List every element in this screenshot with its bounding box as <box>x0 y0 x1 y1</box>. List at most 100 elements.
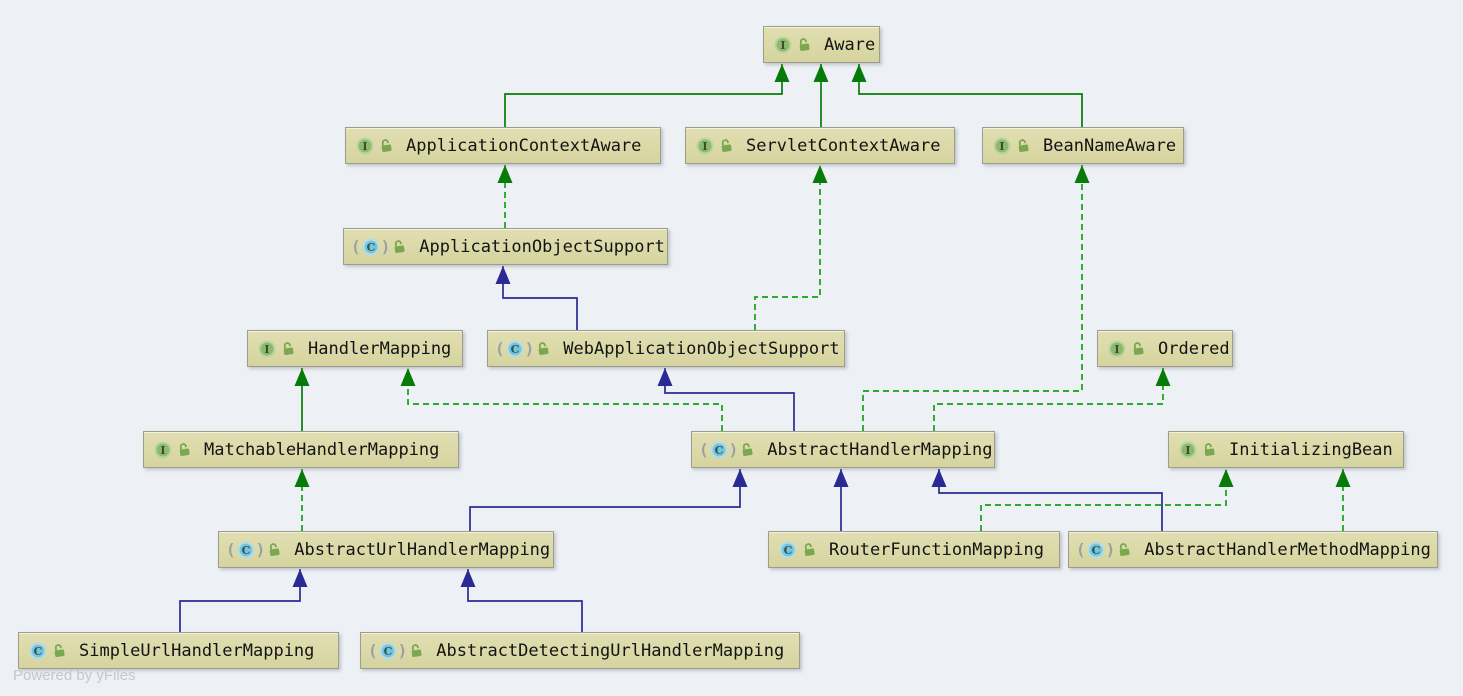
node-icons: I <box>991 137 1030 155</box>
interface-icon: I <box>258 340 276 357</box>
class-node-bean-name-aware[interactable]: I BeanNameAware <box>982 127 1184 164</box>
edge-bean-name-aware--aware-interface_extends <box>851 64 1083 127</box>
node-icons: ( C) <box>226 539 281 559</box>
interface-icon: I <box>154 441 172 458</box>
public-lock-icon <box>394 240 405 254</box>
class-icon: C <box>1087 541 1105 558</box>
public-lock-icon <box>269 543 280 557</box>
edge-abstract-handler-mapping--web-application-object-support-class_extends <box>657 368 795 431</box>
abstract-paren-left: ( <box>699 439 709 459</box>
edge-simple-url-handler-mapping--abstract-url-handler-mapping-class_extends <box>179 569 308 632</box>
node-icons: I <box>256 340 295 358</box>
class-node-abstract-url-handler-mapping[interactable]: (C)AbstractUrlHandlerMapping <box>218 531 554 568</box>
public-lock-icon <box>1133 342 1144 356</box>
class-name-label: BeanNameAware <box>1043 135 1177 156</box>
class-name-label: AbstractHandlerMapping <box>767 439 993 460</box>
abstract-paren-left: ( <box>495 338 505 358</box>
class-name-label: AbstractHandlerMethodMapping <box>1144 539 1431 560</box>
class-icon: C <box>506 340 524 357</box>
class-node-abstract-handler-method-mapping[interactable]: ( C) AbstractHandlerMethodMapping <box>1068 531 1438 568</box>
node-icons: I <box>1106 340 1145 358</box>
class-node-application-object-support[interactable]: (C) ApplicationObjectSupport <box>343 228 668 265</box>
svg-text:C: C <box>241 544 250 557</box>
class-node-router-function-mapping[interactable]: C RouterFunctionMapping <box>768 531 1060 568</box>
class-name-label: MatchableHandlerMapping <box>204 439 440 460</box>
interface-icon: I <box>696 137 714 154</box>
yfiles-watermark: Powered by yFiles <box>13 667 136 684</box>
class-name-label: ApplicationObjectSupport <box>419 236 665 257</box>
svg-text:C: C <box>34 645 43 658</box>
public-lock-icon <box>179 443 190 457</box>
svg-text:I: I <box>780 39 785 52</box>
class-node-abstract-handler-mapping[interactable]: (C) AbstractHandlerMapping <box>691 431 995 468</box>
node-icons: I <box>1177 441 1216 459</box>
class-name-label: ServletContextAware <box>746 135 941 156</box>
class-icon: C <box>710 441 728 458</box>
class-node-simple-url-handler-mapping[interactable]: C SimpleUrlHandlerMapping <box>18 632 339 669</box>
svg-text:C: C <box>510 343 519 356</box>
public-lock-icon <box>799 38 810 52</box>
edge-abstract-url-handler-mapping--abstract-handler-mapping-class_extends <box>469 469 748 531</box>
node-icons: (C) <box>699 439 754 459</box>
abstract-paren-left: ( <box>226 539 236 559</box>
class-name-label: RouterFunctionMapping <box>829 539 1044 560</box>
node-icons: I <box>772 36 811 54</box>
class-icon: C <box>237 541 255 558</box>
edge-abstract-detecting-url-handler-mapping--abstract-url-handler-mapping-class_extends <box>460 569 583 632</box>
edge-web-application-object-support--servlet-context-aware-implements <box>754 165 828 330</box>
class-name-label: Ordered <box>1158 338 1230 359</box>
svg-text:C: C <box>366 241 375 254</box>
svg-text:I: I <box>264 343 269 356</box>
class-node-aware[interactable]: I Aware <box>763 26 880 63</box>
node-icons: ( C) <box>1076 539 1131 559</box>
class-node-abstract-detecting-url-handler-mapping[interactable]: (C)AbstractDetectingUrlHandlerMapping <box>360 632 800 669</box>
edge-web-application-object-support--application-object-support-class_extends <box>495 266 578 330</box>
class-name-label: SimpleUrlHandlerMapping <box>79 640 315 661</box>
edge-abstract-handler-mapping--ordered-implements <box>933 368 1171 431</box>
node-icons: I <box>354 137 393 155</box>
class-icon: C <box>362 238 380 255</box>
class-icon: C <box>779 541 797 558</box>
node-icons: (C) <box>351 236 406 256</box>
svg-text:C: C <box>383 645 392 658</box>
interface-icon: I <box>1108 340 1126 357</box>
svg-text:I: I <box>999 140 1004 153</box>
class-node-servlet-context-aware[interactable]: I ServletContextAware <box>685 127 955 164</box>
abstract-paren-right: ) <box>524 338 535 358</box>
abstract-paren-right: ) <box>255 539 266 559</box>
interface-icon: I <box>356 137 374 154</box>
svg-text:I: I <box>702 140 707 153</box>
class-name-label: AbstractDetectingUrlHandlerMapping <box>436 640 785 661</box>
abstract-paren-right: ) <box>1105 539 1116 559</box>
class-name-label: ApplicationContextAware <box>406 135 642 156</box>
svg-text:I: I <box>1185 444 1190 457</box>
public-lock-icon <box>804 543 815 557</box>
class-node-matchable-handler-mapping[interactable]: I MatchableHandlerMapping <box>143 431 459 468</box>
abstract-paren-right: ) <box>380 236 391 256</box>
public-lock-icon <box>742 443 753 457</box>
edge-router-function-mapping--initializing-bean-implements <box>980 469 1234 531</box>
class-node-web-application-object-support[interactable]: ( C) WebApplicationObjectSupport <box>487 330 845 367</box>
node-icons: I <box>152 441 191 459</box>
svg-text:I: I <box>160 444 165 457</box>
class-name-label: WebApplicationObjectSupport <box>563 338 840 359</box>
edge-abstract-handler-mapping--handler-mapping-implements <box>400 368 723 431</box>
class-node-application-context-aware[interactable]: I ApplicationContextAware <box>345 127 661 164</box>
public-lock-icon <box>538 342 549 356</box>
abstract-paren-right: ) <box>728 439 739 459</box>
node-icons: ( C) <box>495 338 550 358</box>
abstract-paren-left: ( <box>1076 539 1086 559</box>
interface-icon: I <box>1179 441 1197 458</box>
class-name-label: Aware <box>824 34 876 55</box>
class-name-label: InitializingBean <box>1229 439 1393 460</box>
class-node-ordered[interactable]: I Ordered <box>1097 330 1233 367</box>
svg-text:C: C <box>1091 544 1100 557</box>
public-lock-icon <box>381 139 392 153</box>
class-node-initializing-bean[interactable]: I InitializingBean <box>1168 431 1404 468</box>
public-lock-icon <box>283 342 294 356</box>
edge-abstract-handler-method-mapping--abstract-handler-mapping-class_extends <box>931 469 1163 531</box>
public-lock-icon <box>411 644 422 658</box>
